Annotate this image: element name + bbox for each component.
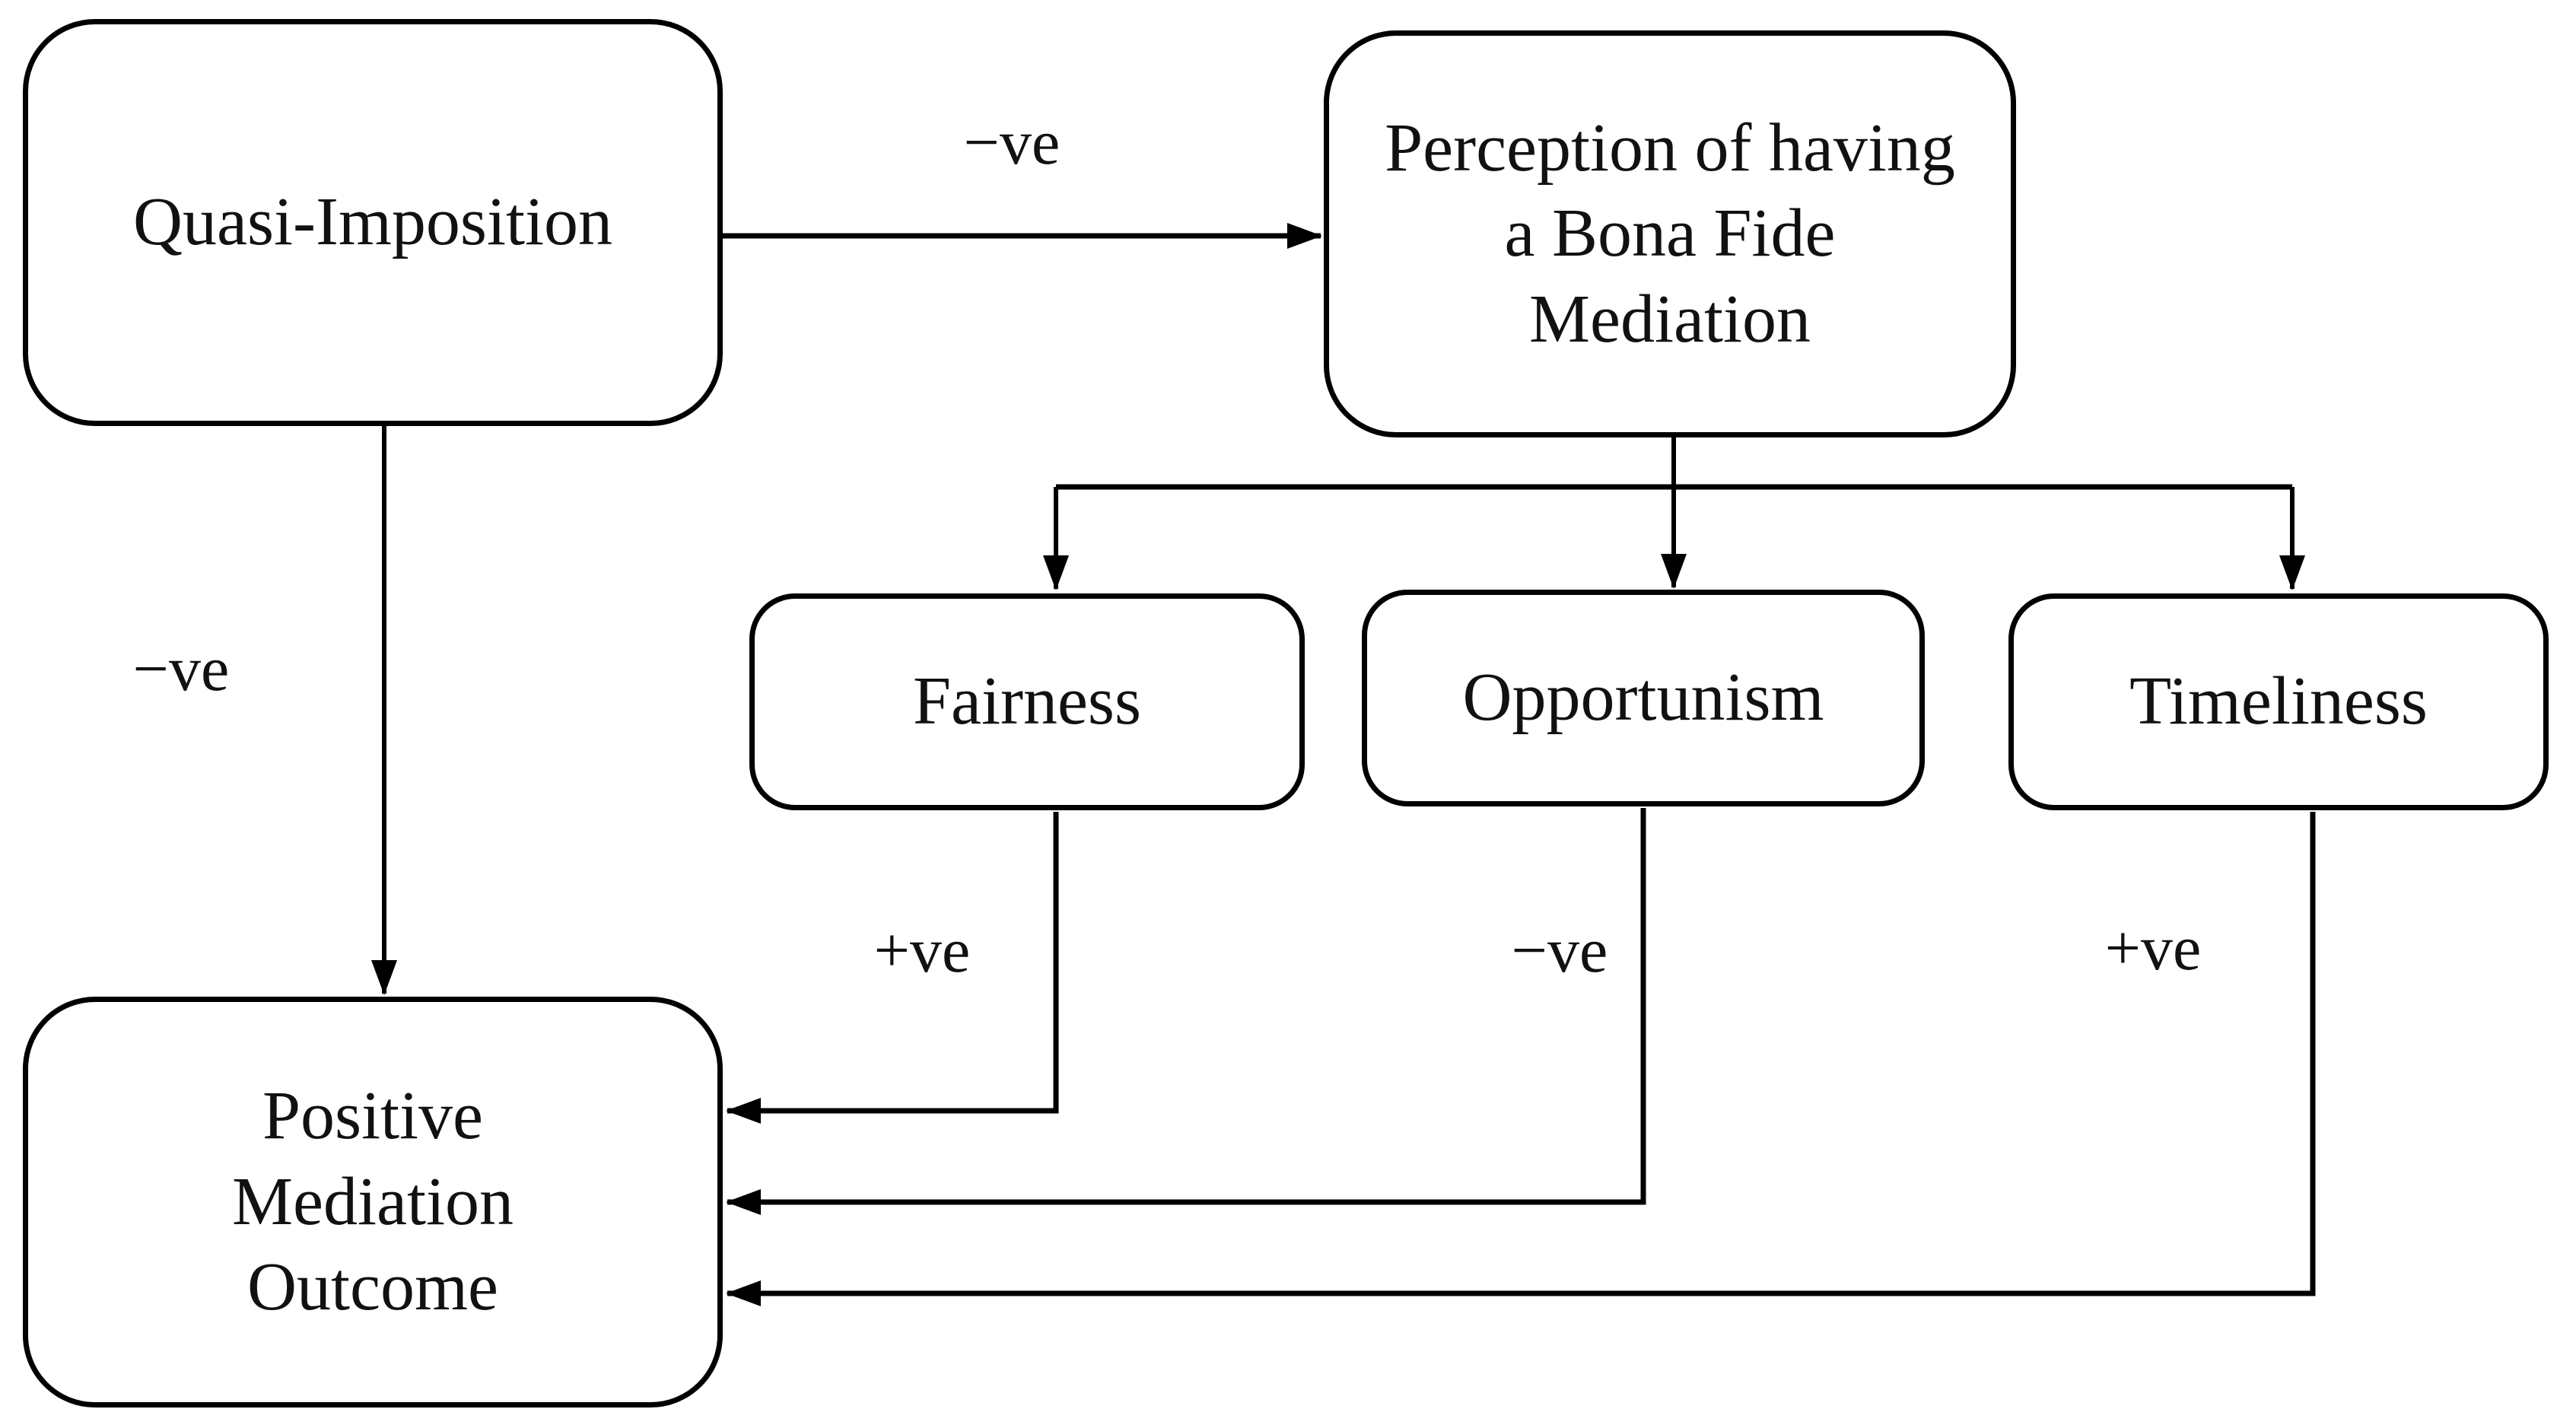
- edge-label-opportunism-to-outcome: −ve: [1511, 915, 1608, 986]
- node-quasi-imposition-label: Quasi-Imposition: [133, 184, 612, 260]
- edge-label-fairness-to-outcome: +ve: [873, 915, 971, 986]
- edge-label-timeliness-to-outcome: +ve: [2104, 913, 2202, 984]
- node-quasi-imposition: Quasi-Imposition: [23, 19, 723, 426]
- node-fairness: Fairness: [749, 593, 1305, 810]
- edge-opportunism-to-outcome: [726, 808, 1646, 1215]
- edge-fairness-to-outcome: [726, 812, 1059, 1124]
- node-fairness-label: Fairness: [913, 663, 1141, 740]
- node-opportunism-label: Opportunism: [1462, 660, 1824, 736]
- edge-timeliness-to-outcome: [726, 812, 2316, 1306]
- node-perception-bona-fide-label: Perception of having a Bona Fide Mediati…: [1385, 110, 1955, 357]
- node-timeliness-label: Timeliness: [2129, 663, 2428, 740]
- node-timeliness: Timeliness: [2008, 593, 2549, 810]
- edge-label-quasi-to-outcome: −ve: [132, 634, 230, 705]
- node-positive-mediation-outcome-label: Positive Mediation Outcome: [232, 1078, 514, 1325]
- node-perception-bona-fide: Perception of having a Bona Fide Mediati…: [1324, 30, 2016, 437]
- node-positive-mediation-outcome: Positive Mediation Outcome: [23, 997, 723, 1408]
- node-opportunism: Opportunism: [1362, 590, 1925, 806]
- edge-label-quasi-to-perception: −ve: [963, 107, 1061, 178]
